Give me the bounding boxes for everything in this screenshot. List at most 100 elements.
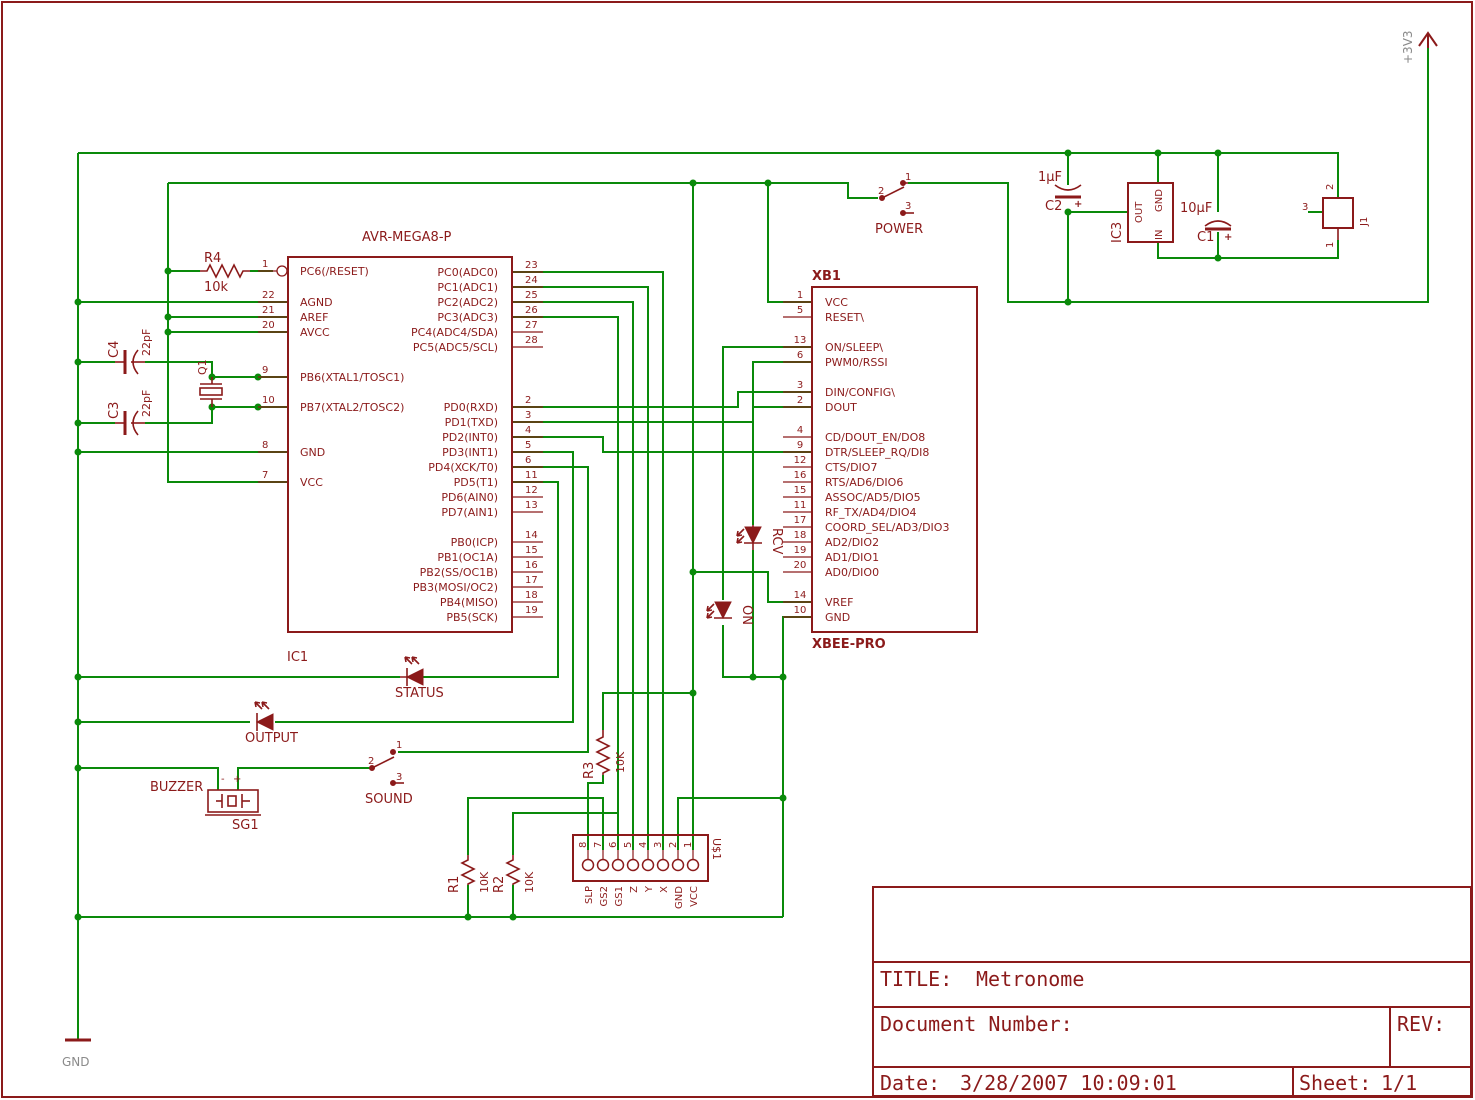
- svg-text:+: +: [1224, 232, 1232, 243]
- xb1-pin-label: PWM0/RSSI: [825, 356, 888, 369]
- xb1-pin-num: 12: [794, 455, 807, 466]
- ic1-pin-label: GND: [300, 446, 325, 459]
- c2-value: 1µF: [1038, 170, 1062, 185]
- ic1-pin-label: PD0(RXD): [444, 401, 498, 414]
- sg1-plus: +: [233, 774, 241, 785]
- u1-pin-pad: [656, 858, 670, 872]
- c3-value: 22pF: [140, 390, 153, 417]
- capacitor-c1: + 10µF C1: [1180, 201, 1232, 245]
- rev-key: REV:: [1397, 1012, 1445, 1036]
- u1-pin-num: 2: [668, 842, 679, 848]
- xb1-pin-num: 1: [797, 290, 803, 301]
- ic1-pin-num: 24: [525, 275, 538, 286]
- c3-name: C3: [107, 402, 122, 419]
- ic1-pin-num: 2: [525, 395, 531, 406]
- ic1-pin-num: 23: [525, 260, 538, 271]
- rcv-label: RCV: [769, 528, 784, 554]
- r3-name: R3: [582, 762, 597, 779]
- resistor-r4: R4 10k: [200, 251, 250, 295]
- v33-label: +3V3: [1401, 30, 1415, 64]
- ic1-pin-label: PC5(ADC5/SCL): [413, 341, 498, 354]
- wires: [77, 45, 1429, 1040]
- u1-pin-num: 7: [593, 842, 604, 848]
- xb1-pin-label: ASSOC/AD5/DIO5: [825, 491, 921, 504]
- led-status: STATUS: [395, 656, 444, 701]
- on-label: ON: [739, 605, 754, 625]
- ic1-pin-num: 6: [525, 455, 531, 466]
- buzzer-sg1: - + BUZZER SG1: [150, 774, 261, 833]
- j1-pin2: 2: [1325, 184, 1336, 190]
- ic1-pin-num: 21: [262, 305, 275, 316]
- ic1-pin-num: 11: [525, 470, 538, 481]
- xb1-pin-num: 19: [794, 545, 807, 556]
- r2-name: R2: [492, 876, 507, 893]
- sound-pin1: 1: [396, 740, 402, 751]
- xb1-pin-label: GND: [825, 611, 850, 624]
- ic1-pin-num: 14: [525, 530, 538, 541]
- xb1-pin-num: 17: [794, 515, 807, 526]
- xb1-pin-label: COORD_SEL/AD3/DIO3: [825, 521, 949, 534]
- ic1-pin-num: 26: [525, 305, 538, 316]
- resistor-r1: R1 10K: [447, 855, 491, 893]
- ic1-pin-num: 15: [525, 545, 538, 556]
- title-value: Metronome: [976, 967, 1084, 991]
- xb1-pin-num: 9: [797, 440, 803, 451]
- ic1-pin-num: 9: [262, 365, 268, 376]
- ic1-pin-label: PD1(TXD): [445, 416, 498, 429]
- ic3-in-label: IN: [1154, 230, 1165, 240]
- switch-power: 1 2 3 POWER: [875, 172, 923, 237]
- xb1-pin-label: DIN/CONFIG\: [825, 386, 895, 399]
- u1-pin-num: 6: [608, 842, 619, 848]
- regulator-ic3: OUT GND IN IC3: [1110, 182, 1174, 243]
- title-key: TITLE:: [880, 967, 952, 991]
- sheet-value: 1/1: [1381, 1071, 1417, 1095]
- ic1-avr-mega8: AVR-MEGA8-P IC1 1PC6(/RESET)22AGND21AREF…: [258, 230, 543, 665]
- ic1-pin-label: PD3(INT1): [442, 446, 498, 459]
- power-pin1: 1: [905, 172, 911, 183]
- ic1-pin-num: 28: [525, 335, 538, 346]
- u1-pin-num: 3: [653, 842, 664, 848]
- ic1-pin-label: PD2(INT0): [442, 431, 498, 444]
- sg1-minus: -: [221, 774, 225, 785]
- ic1-pin-num: 16: [525, 560, 538, 571]
- ic1-pin-num: 17: [525, 575, 538, 586]
- sound-pin3: 3: [396, 772, 402, 783]
- output-label: OUTPUT: [245, 731, 298, 746]
- u1-pin-pad: [626, 858, 640, 872]
- xb1-pin-num: 18: [794, 530, 807, 541]
- xb1-pin-num: 6: [797, 350, 803, 361]
- title-block: TITLE: Metronome Document Number: REV: D…: [872, 886, 1472, 1097]
- xb1-pin-label: AD0/DIO0: [825, 566, 879, 579]
- ic1-pin-num: 13: [525, 500, 538, 511]
- ic1-pin-label: PB0(ICP): [451, 536, 498, 549]
- c4-value: 22pF: [140, 329, 153, 356]
- xb1-pin-label: VCC: [825, 296, 848, 309]
- ic1-pin-num: 22: [262, 290, 275, 301]
- xb1-pin-label: CTS/DIO7: [825, 461, 877, 474]
- buzzer-label: BUZZER: [150, 780, 203, 795]
- u1-pin-pad: [581, 858, 595, 872]
- xb1-pin-label: AD1/DIO1: [825, 551, 879, 564]
- c1-name: C1: [1197, 230, 1214, 245]
- ic1-pin-label: PD7(AIN1): [441, 506, 498, 519]
- sound-label: SOUND: [365, 792, 413, 807]
- r3-value: 10K: [614, 751, 627, 773]
- u1-pin-label: GS2: [599, 886, 610, 906]
- u1-pin-label: SLP: [584, 886, 595, 904]
- supply-gnd: GND: [62, 1038, 91, 1069]
- u1-pin-num: 1: [683, 842, 694, 848]
- power-pin3: 3: [905, 201, 911, 212]
- u1-pin-label: VCC: [689, 886, 700, 907]
- ic1-pin-num: 19: [525, 605, 538, 616]
- ic1-pin-label: PD6(AIN0): [441, 491, 498, 504]
- j1-name: J1: [1359, 217, 1370, 227]
- j1-pin3: 3: [1302, 202, 1308, 213]
- sound-pin2: 2: [368, 756, 374, 767]
- junctions: [74, 149, 1222, 921]
- power-pin2: 2: [878, 186, 884, 197]
- sheet-key: Sheet:: [1299, 1071, 1371, 1095]
- xb1-pin-label: RESET\: [825, 311, 864, 324]
- u1-pin-pad: [671, 858, 685, 872]
- ic1-pin-num: 27: [525, 320, 538, 331]
